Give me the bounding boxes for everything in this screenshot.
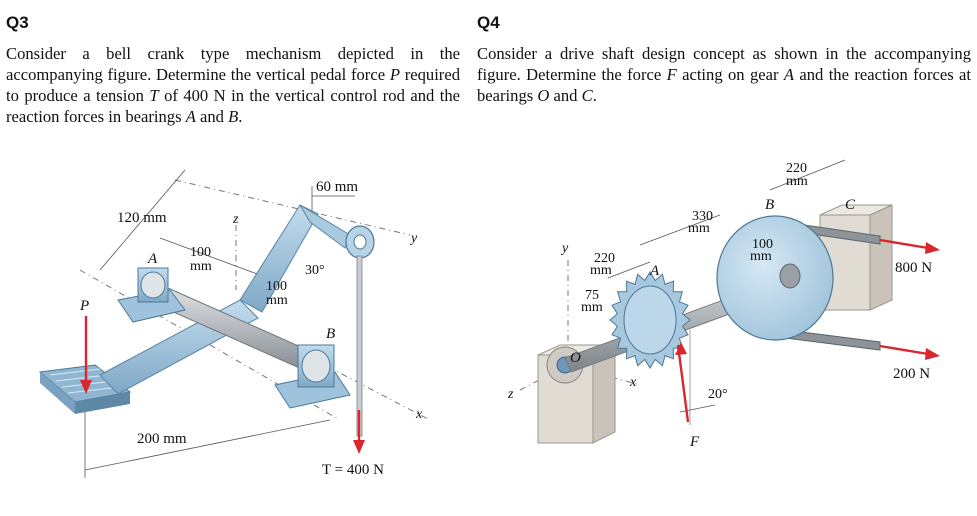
dim-100-num: 100: [752, 237, 773, 252]
dim-220-top-num: 220: [786, 161, 807, 176]
label-a: A: [649, 263, 660, 279]
q4-text-2: acting on gear: [676, 65, 784, 84]
dim-330-unit: mm: [688, 221, 710, 236]
angle-20-label: 20°: [708, 387, 728, 402]
label-b: B: [765, 197, 774, 213]
force-t-head: [353, 440, 365, 454]
q3-title: Q3: [6, 13, 29, 32]
dim-220-top-unit: mm: [786, 174, 808, 189]
tension-label: T = 400 N: [322, 462, 384, 478]
q3-problem: Q3 Consider a bell crank type mechanism …: [6, 0, 460, 127]
q3-statement: Consider a bell crank type mechanism dep…: [6, 43, 460, 127]
q3-var-p: P: [389, 65, 400, 84]
dim-100b-unit: mm: [266, 293, 288, 308]
dim-100-num: 100: [190, 245, 211, 260]
gear-a: [609, 271, 691, 369]
force-200-arrow: [879, 344, 929, 356]
force-f-head: [675, 342, 687, 355]
force-800-arrow: [879, 238, 929, 250]
label-b: B: [326, 326, 335, 342]
dim-100b-num: 100: [266, 279, 287, 294]
q3-text-4: and: [195, 107, 229, 126]
dim-100-unit: mm: [750, 249, 772, 264]
bearing-b: [274, 344, 351, 409]
axis-x-label: x: [629, 375, 637, 390]
angle-30-label: 30°: [305, 263, 325, 278]
q3-text-5: .: [238, 107, 243, 126]
drive-shaft-figure: 220 mm 330 mm 100 mm 220 mm 75 mm B C A …: [507, 159, 940, 450]
force-200-head: [925, 348, 940, 360]
force-800-label: 800 N: [895, 260, 932, 276]
dim-120-line: [99, 169, 186, 271]
crank-arm-top: [299, 204, 351, 249]
q3-var-a: A: [185, 107, 196, 126]
dim-220-top-line: [769, 159, 846, 191]
dim-75-unit: mm: [581, 300, 603, 315]
dim-100-line: [159, 237, 261, 276]
dim-220-num: 220: [594, 251, 615, 266]
dim-220-unit: mm: [590, 263, 612, 278]
dim-330-num: 330: [692, 209, 713, 224]
q4-problem: Q4 Consider a drive shaft design concept…: [477, 0, 971, 106]
bearing-o: [537, 344, 616, 444]
label-o: O: [570, 350, 581, 366]
q3-text-1: Consider a bell crank type mechanism dep…: [6, 44, 460, 84]
dim-120-label: 120 mm: [117, 210, 167, 226]
pulley-hub: [779, 263, 801, 289]
rod-eye-hole: [353, 234, 367, 250]
q4-text-1: Consider a drive shaft design concept as…: [477, 44, 971, 84]
crank-arm: [239, 204, 319, 313]
dim-220-line: [607, 261, 651, 279]
q3-var-b: B: [228, 107, 239, 126]
axis-y-label: y: [560, 241, 569, 256]
force-f-arrow: [676, 344, 690, 423]
q4-title: Q4: [477, 13, 500, 32]
axis-y-label: y: [409, 231, 418, 246]
gear-hub: [623, 285, 677, 355]
label-p: P: [79, 298, 89, 314]
label-a: A: [147, 251, 158, 267]
q4-var-c: C: [581, 86, 593, 105]
axis-z-label: z: [507, 387, 514, 402]
bell-crank-figure: 120 mm 60 mm 100 mm 100 mm 30° 200 mm A …: [38, 169, 431, 478]
pedal-front: [40, 372, 75, 414]
q4-text-3: and the reaction forces at bearings: [477, 65, 971, 105]
dim-200-label: 200 mm: [137, 431, 187, 447]
force-800-head: [925, 242, 940, 254]
x-axis-line: [567, 364, 641, 386]
axis-x-label: x: [415, 407, 423, 422]
bearing-a: [117, 267, 186, 323]
q3-var-t: T: [149, 86, 159, 105]
control-rod: [356, 255, 363, 437]
q4-statement: Consider a drive shaft design concept as…: [477, 43, 971, 106]
dim-100-unit: mm: [190, 259, 212, 274]
dim-60-label: 60 mm: [316, 179, 358, 195]
x-axis-line-2: [314, 359, 431, 421]
label-c: C: [845, 197, 856, 213]
dim-200-line: [84, 419, 331, 471]
q4-var-f: F: [666, 65, 677, 84]
q4-var-o: O: [537, 86, 550, 105]
q4-text-5: .: [592, 86, 597, 105]
q4-text-4: and: [549, 86, 582, 105]
dim-75-num: 75: [585, 288, 599, 303]
y-axis-line: [174, 179, 411, 236]
pedal-side: [75, 392, 130, 414]
dim-330-line: [639, 214, 721, 246]
force-p-head: [80, 380, 92, 394]
axis-z-label: z: [232, 212, 239, 227]
q3-text-2: required to produce a tension: [6, 65, 460, 105]
q3-text-3: of 400 N in the vertical control rod and…: [6, 86, 460, 126]
q4-var-a: A: [783, 65, 795, 84]
pulley: [716, 215, 834, 341]
label-f: F: [689, 434, 700, 450]
force-200-label: 200 N: [893, 366, 930, 382]
